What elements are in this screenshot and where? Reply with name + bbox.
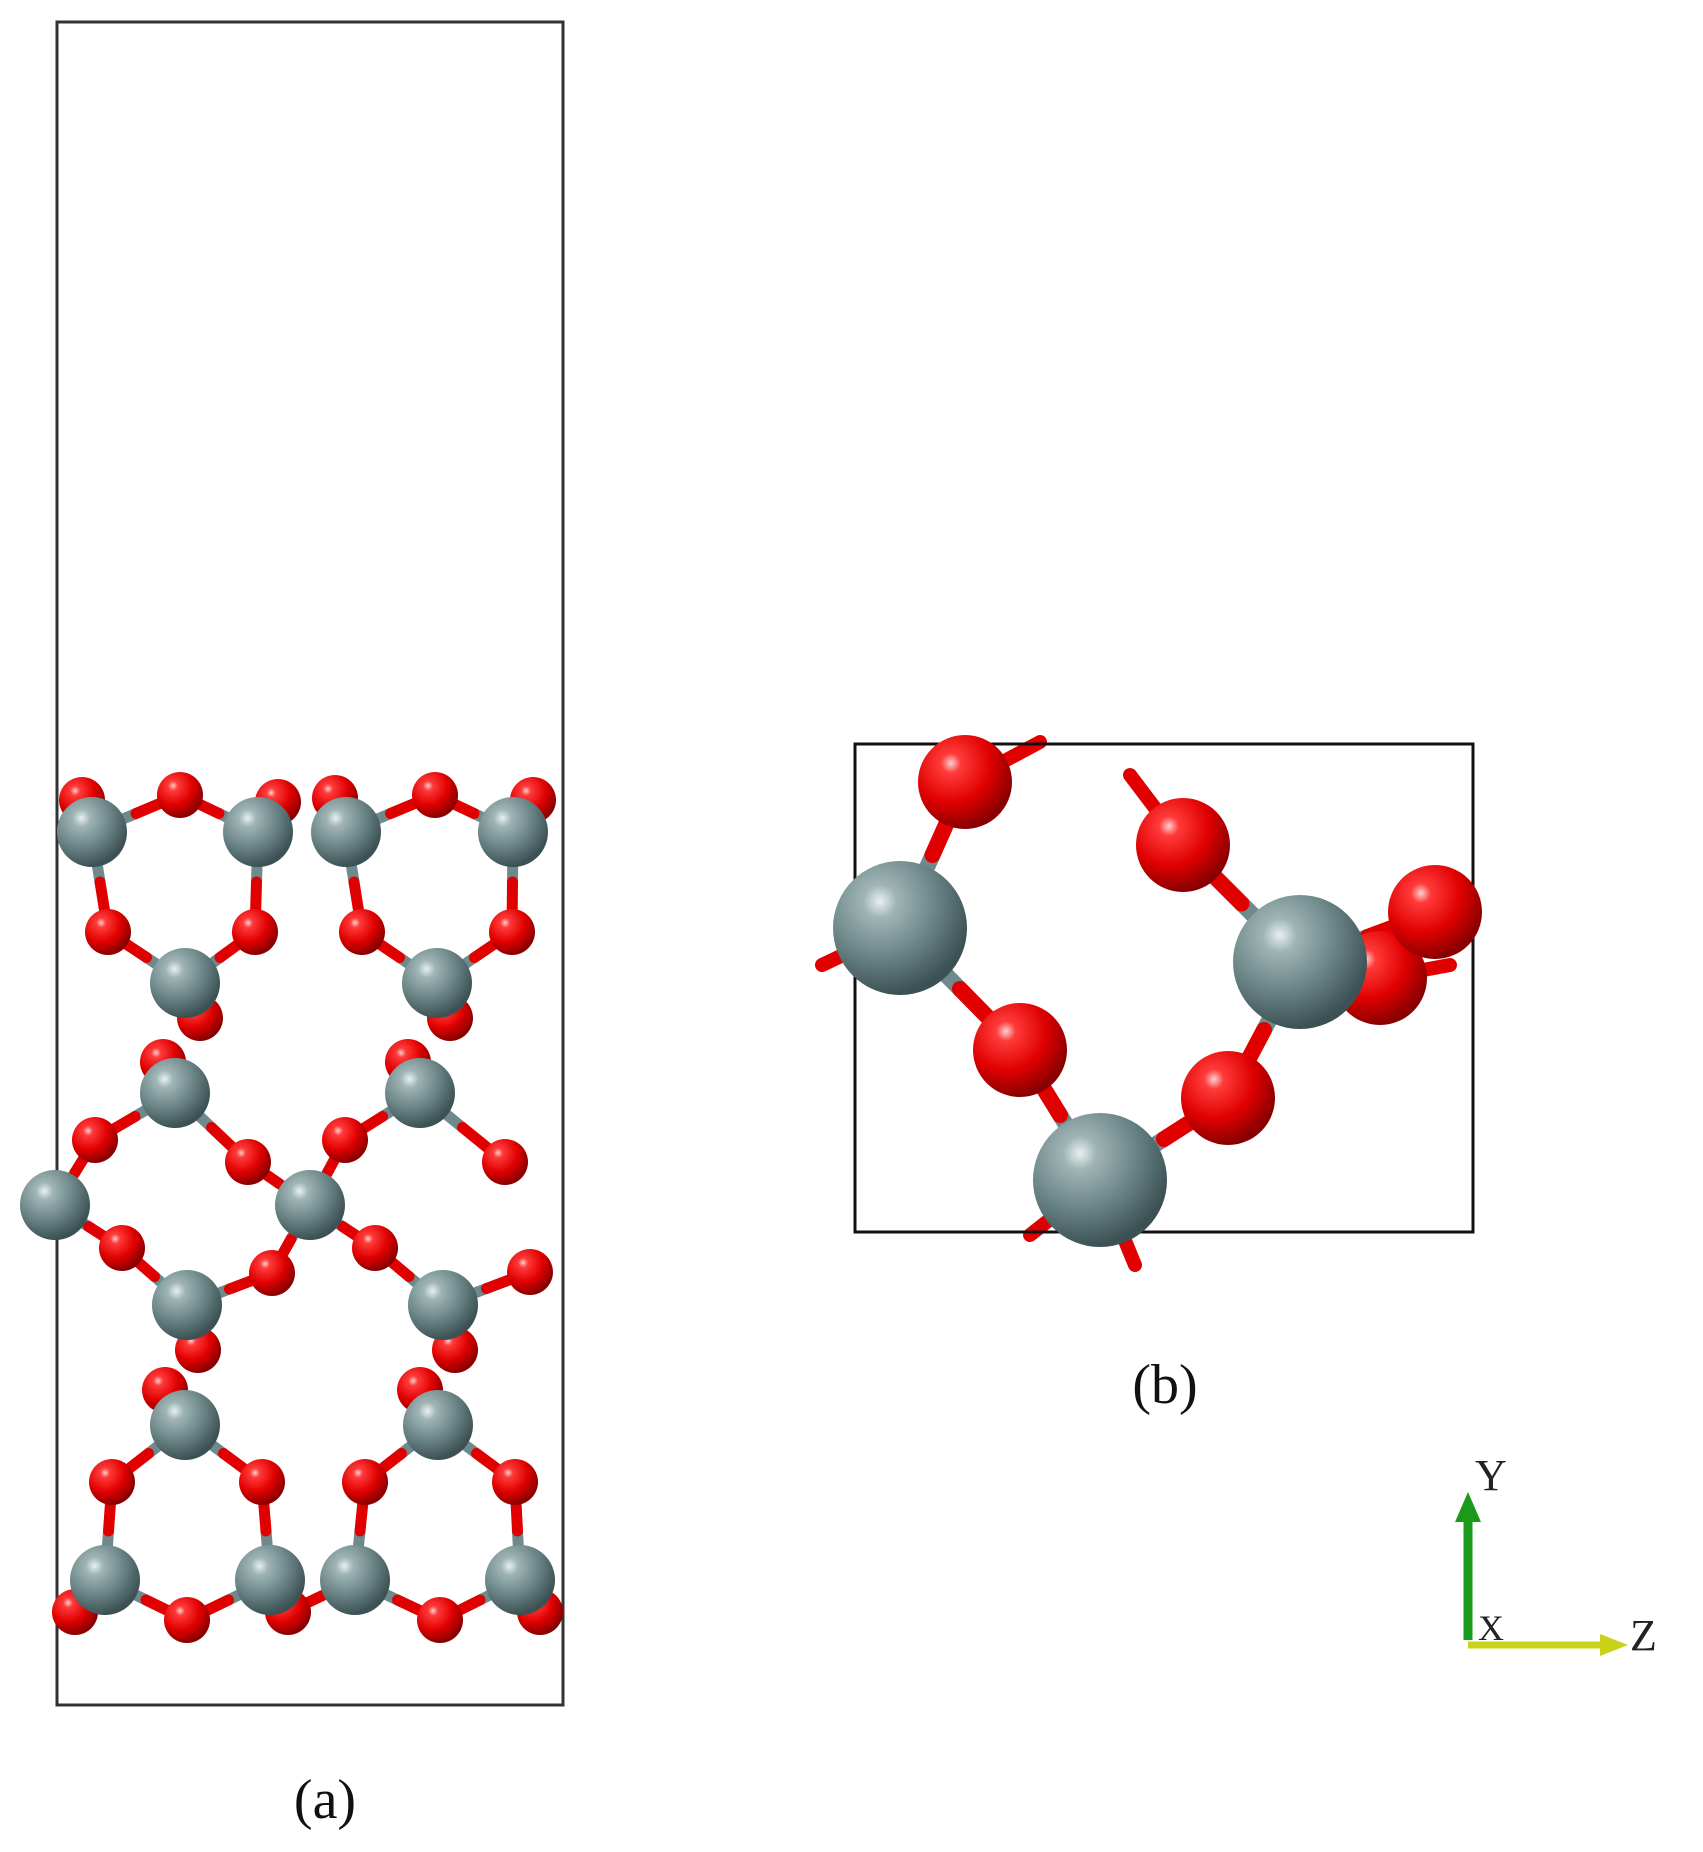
silicon-atom — [403, 1390, 473, 1460]
oxygen-atom — [417, 1597, 463, 1643]
oxygen-atom — [225, 1139, 271, 1185]
silicon-atom — [408, 1270, 478, 1340]
silicon-atom — [275, 1170, 345, 1240]
oxygen-atom — [322, 1117, 368, 1163]
axis-triad: Y X Z — [1455, 1451, 1657, 1660]
y-axis-label: Y — [1475, 1451, 1507, 1500]
oxygen-atom — [249, 1250, 295, 1296]
silicon-atom — [223, 797, 293, 867]
oxygen-atom — [232, 909, 278, 955]
silicon-atom — [150, 948, 220, 1018]
z-axis-arrowhead — [1600, 1634, 1628, 1656]
oxygen-atom — [482, 1139, 528, 1185]
atoms-a — [20, 772, 563, 1643]
oxygen-atom — [507, 1249, 553, 1295]
silicon-atom — [478, 797, 548, 867]
silicon-atom — [140, 1058, 210, 1128]
oxygen-atom — [72, 1117, 118, 1163]
oxygen-atom — [1136, 798, 1230, 892]
silicon-atom — [311, 797, 381, 867]
panel-a: (a) — [20, 20, 565, 1831]
oxygen-atom — [89, 1459, 135, 1505]
x-axis-label: X — [1478, 1608, 1504, 1648]
bond — [1123, 768, 1164, 817]
silicon-atom — [152, 1270, 222, 1340]
silicon-atom — [57, 797, 127, 867]
y-axis-arrowhead — [1455, 1492, 1481, 1522]
oxygen-atom — [164, 1597, 210, 1643]
unit-cell-b — [853, 742, 1475, 1234]
oxygen-atom — [342, 1459, 388, 1505]
oxygen-atom — [489, 909, 535, 955]
oxygen-atom — [352, 1225, 398, 1271]
silicon-atom — [150, 1390, 220, 1460]
unit-cell-a — [55, 20, 565, 1707]
oxygen-atom — [412, 772, 458, 818]
silicon-atom — [70, 1545, 140, 1615]
silicon-atom — [833, 861, 967, 995]
silicon-atom — [235, 1545, 305, 1615]
oxygen-atom — [157, 772, 203, 818]
atoms-b — [833, 735, 1482, 1247]
z-axis-label: Z — [1630, 1611, 1657, 1660]
silicon-atom — [1233, 895, 1367, 1029]
oxygen-atom — [99, 1225, 145, 1271]
oxygen-atom — [1181, 1051, 1275, 1145]
panel-a-label: (a) — [294, 1769, 356, 1831]
oxygen-atom — [973, 1003, 1067, 1097]
oxygen-atom — [918, 735, 1012, 829]
panel-b-label: (b) — [1132, 1354, 1197, 1416]
silicon-atom — [402, 948, 472, 1018]
oxygen-atom — [239, 1459, 285, 1505]
oxygen-atom — [85, 909, 131, 955]
panel-b: (b) — [815, 735, 1482, 1416]
oxygen-atom — [492, 1459, 538, 1505]
oxygen-atom — [1388, 865, 1482, 959]
oxygen-atom — [339, 909, 385, 955]
silicon-atom — [320, 1545, 390, 1615]
silicon-atom — [485, 1545, 555, 1615]
silicon-atom — [20, 1170, 90, 1240]
silicon-atom — [1033, 1113, 1167, 1247]
silicon-atom — [385, 1058, 455, 1128]
